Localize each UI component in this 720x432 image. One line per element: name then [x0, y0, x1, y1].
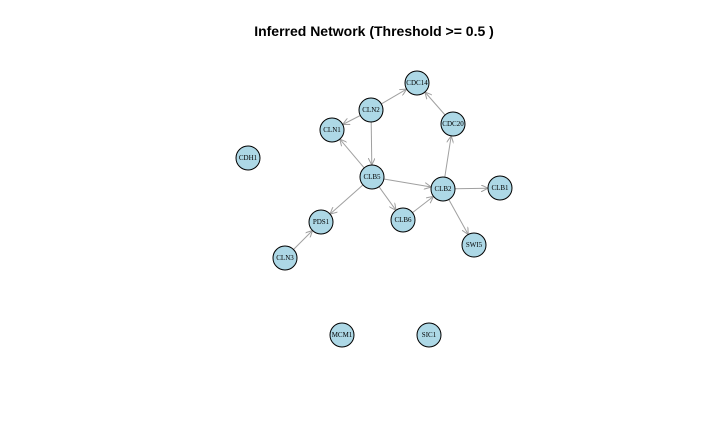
node-circle: [390, 207, 416, 233]
node-circle: [461, 232, 487, 258]
node-circle: [272, 245, 298, 271]
edge-clb6-to-clb2: [412, 196, 434, 213]
edge-clb2-to-swi5: [448, 199, 468, 235]
edge-clb5-to-cln1: [340, 139, 365, 169]
node-label: CLB6: [394, 216, 412, 224]
node-circle: [359, 164, 385, 190]
node-circle: [404, 70, 430, 96]
edge-cln2-to-cdc14: [381, 89, 406, 105]
graph-title: Inferred Network (Threshold >= 0.5 ): [254, 23, 494, 39]
node-cdc20: CDC20: [440, 111, 466, 137]
node-label: CLN3: [276, 254, 294, 262]
edge-cln2-to-clb5: [371, 121, 372, 165]
node-circle: [358, 97, 384, 123]
node-clb2: CLB2: [430, 176, 456, 202]
node-label: SIC1: [422, 331, 437, 339]
node-clb1: CLB1: [487, 175, 513, 201]
node-cdc14: CDC14: [404, 70, 430, 96]
edge-clb5-to-clb6: [378, 186, 396, 211]
node-label: CLB1: [491, 184, 509, 192]
node-label: PDS1: [313, 218, 330, 226]
edge-clb2-to-cdc20: [444, 136, 451, 178]
node-cln1: CLN1: [319, 117, 345, 143]
node-cln3: CLN3: [272, 245, 298, 271]
node-circle: [235, 145, 261, 171]
node-swi5: SWI5: [461, 232, 487, 258]
edge-clb5-to-pds1: [330, 184, 364, 214]
node-label: SWI5: [466, 241, 483, 249]
node-clb6: CLB6: [390, 207, 416, 233]
node-label: CLB2: [434, 185, 452, 193]
node-pds1: PDS1: [308, 209, 334, 235]
node-label: CDC20: [442, 120, 464, 128]
node-label: CLN1: [323, 126, 341, 134]
node-cln2: CLN2: [358, 97, 384, 123]
edge-clb5-to-clb2: [383, 178, 431, 187]
edge-clb2-to-clb1: [454, 188, 488, 189]
node-label: CDC14: [406, 79, 428, 87]
node-label: CLN2: [362, 106, 380, 114]
node-circle: [308, 209, 334, 235]
node-mcm1: MCM1: [329, 322, 355, 348]
node-label: CLB5: [363, 173, 381, 181]
node-sic1: SIC1: [416, 322, 442, 348]
node-circle: [430, 176, 456, 202]
edge-cln3-to-pds1: [293, 231, 313, 250]
edges-layer: [293, 89, 489, 250]
node-circle: [440, 111, 466, 137]
node-label: CDH1: [239, 154, 258, 162]
edge-cdc20-to-cdc14: [425, 92, 446, 116]
node-circle: [329, 322, 355, 348]
node-circle: [416, 322, 442, 348]
node-cdh1: CDH1: [235, 145, 261, 171]
node-clb5: CLB5: [359, 164, 385, 190]
edge-cln2-to-cln1: [343, 115, 361, 125]
node-label: MCM1: [332, 331, 353, 339]
node-circle: [319, 117, 345, 143]
node-circle: [487, 175, 513, 201]
